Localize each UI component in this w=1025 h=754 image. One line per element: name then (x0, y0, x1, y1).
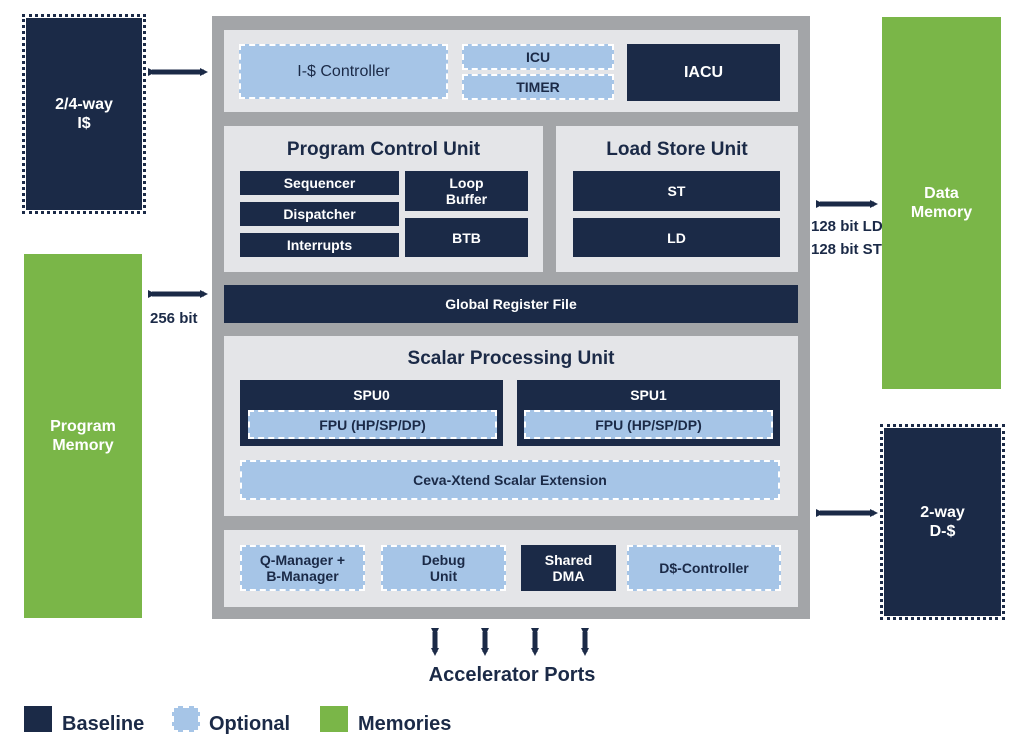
shared-dma-block: Shared DMA (521, 545, 616, 591)
icache-block: 2/4-way I$ (22, 14, 146, 214)
accelerator-ports-label: Accelerator Ports (428, 663, 596, 686)
load-block: LD (573, 218, 780, 257)
legend-memories-swatch (320, 706, 348, 732)
data-memory-block: Data Memory (882, 17, 1001, 389)
program-memory-block: Program Memory (24, 254, 142, 618)
store-block: ST (573, 171, 780, 211)
debug-unit-block: Debug Unit (381, 545, 506, 591)
iacu-block: IACU (627, 44, 780, 101)
global-register-file-block: Global Register File (224, 285, 798, 323)
dcache-block: 2-way D-$ (880, 424, 1005, 620)
timer-block: TIMER (462, 74, 614, 100)
loop-buffer-block: Loop Buffer (405, 171, 528, 211)
queue-buffer-manager-block: Q-Manager + B-Manager (240, 545, 365, 591)
bus-width-128-st-label: 128 bit ST (811, 241, 882, 258)
fpu0-block: FPU (HP/SP/DP) (248, 410, 497, 439)
spu0-label: SPU0 (353, 387, 390, 403)
icache-controller-block: I-$ Controller (239, 44, 448, 99)
interrupts-block: Interrupts (240, 233, 399, 257)
legend-optional-swatch (172, 706, 200, 732)
sequencer-block: Sequencer (240, 171, 399, 195)
scalar-extension-block: Ceva-Xtend Scalar Extension (240, 460, 780, 500)
spu1-label: SPU1 (630, 387, 667, 403)
legend-memories-label: Memories (358, 713, 452, 735)
scalar-processing-unit-title: Scalar Processing Unit (407, 348, 615, 369)
program-control-unit-title: Program Control Unit (286, 139, 481, 160)
fpu1-block: FPU (HP/SP/DP) (524, 410, 773, 439)
bus-width-128-ld-label: 128 bit LD (811, 218, 883, 235)
legend-baseline-swatch (24, 706, 52, 732)
icu-block: ICU (462, 44, 614, 70)
load-store-unit-title: Load Store Unit (606, 139, 748, 160)
btb-block: BTB (405, 218, 528, 257)
dispatcher-block: Dispatcher (240, 202, 399, 226)
dcache-controller-block: D$-Controller (627, 545, 781, 591)
legend-baseline-label: Baseline (62, 713, 145, 735)
bus-width-256-label: 256 bit (150, 310, 198, 327)
legend-optional-label: Optional (209, 713, 291, 735)
